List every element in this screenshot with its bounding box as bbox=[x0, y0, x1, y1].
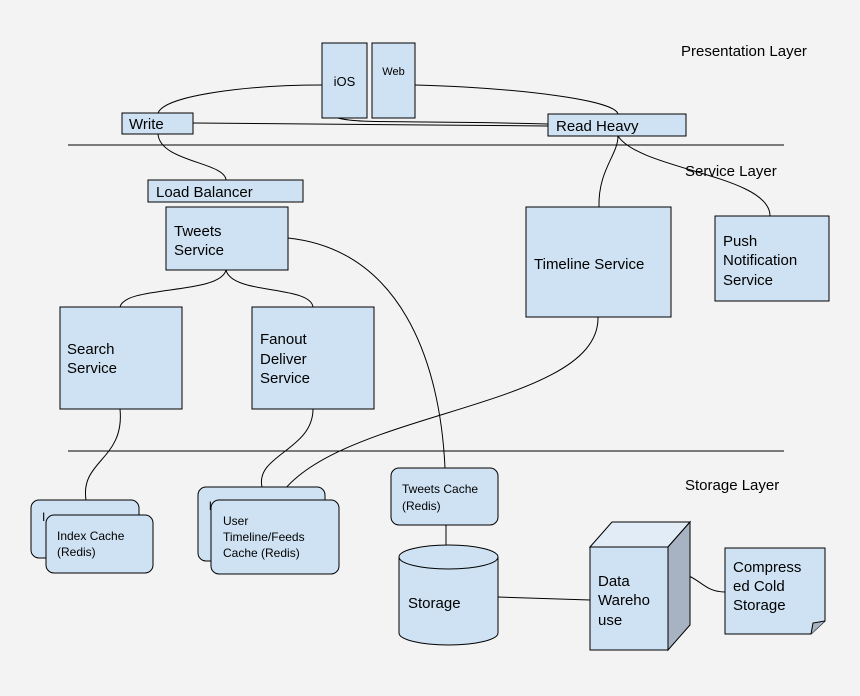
load-balancer-box bbox=[147, 179, 304, 203]
data-warehouse-node[interactable]: Data Wareho use bbox=[588, 520, 692, 652]
index-cache-back-label: I bbox=[42, 510, 45, 524]
fanout-service-label-3: Service bbox=[260, 370, 310, 387]
push-notification-label-2: Notification bbox=[723, 252, 797, 269]
tweets-cache-node[interactable]: Tweets Cache (Redis) bbox=[390, 467, 499, 526]
tweets-cache-box bbox=[390, 467, 499, 526]
storage-cylinder-body bbox=[398, 557, 499, 646]
ios-client[interactable]: iOS bbox=[321, 42, 368, 119]
connector-write-loadbalancer bbox=[157, 133, 227, 181]
push-notification-service-node[interactable]: Push Notification Service bbox=[714, 215, 830, 302]
connector-fanout-usercache bbox=[261, 408, 314, 488]
web-label: Web bbox=[382, 66, 404, 78]
fanout-service-label-2: Deliver bbox=[260, 351, 307, 368]
write-label: Write bbox=[129, 116, 164, 133]
connectors bbox=[85, 84, 771, 601]
storage-cylinder-top bbox=[398, 544, 499, 570]
tweets-cache-label-2: (Redis) bbox=[402, 499, 441, 513]
ios-label: iOS bbox=[334, 74, 356, 89]
connector-tweets-fanout bbox=[225, 269, 314, 308]
ios-box bbox=[321, 42, 368, 119]
tweets-service-box bbox=[165, 206, 289, 271]
connector-readheavy-push bbox=[617, 135, 771, 217]
connector-readheavy-timeline bbox=[598, 135, 619, 208]
connector-timeline-usercache bbox=[276, 316, 599, 501]
read-heavy-box bbox=[547, 113, 687, 137]
search-service-box bbox=[59, 306, 183, 410]
user-timeline-cache-label-2: Timeline/Feeds bbox=[223, 530, 305, 544]
read-heavy-label: Read Heavy bbox=[556, 118, 639, 135]
storage-node[interactable]: Storage bbox=[398, 544, 499, 646]
fanout-service-node[interactable]: Fanout Deliver Service bbox=[251, 306, 375, 410]
load-balancer-label: Load Balancer bbox=[156, 184, 253, 201]
cold-storage-node[interactable]: Compress ed Cold Storage bbox=[724, 547, 826, 635]
cold-storage-label-3: Storage bbox=[733, 597, 786, 614]
tweets-service-node[interactable]: Tweets Service bbox=[165, 206, 289, 271]
fanout-service-label-1: Fanout bbox=[260, 331, 308, 348]
storage-layer-label: Storage Layer bbox=[685, 477, 779, 494]
tweets-cache-label-1: Tweets Cache bbox=[402, 482, 478, 496]
load-balancer-node[interactable]: Load Balancer bbox=[147, 179, 304, 203]
connector-web-readheavy bbox=[414, 84, 619, 115]
connector-write-ios bbox=[157, 84, 323, 114]
presentation-layer-label: Presentation Layer bbox=[681, 43, 807, 60]
tweets-service-label-2: Service bbox=[174, 242, 224, 259]
connector-ios-readheavy bbox=[337, 117, 549, 125]
fanout-service-box bbox=[251, 306, 375, 410]
web-client[interactable]: Web bbox=[371, 42, 416, 119]
index-cache-stack[interactable]: I Index Cache (Redis) bbox=[30, 499, 154, 574]
web-box bbox=[371, 42, 416, 119]
search-service-node[interactable]: Search Service bbox=[59, 306, 183, 410]
connector-tweets-search bbox=[119, 269, 227, 308]
tweets-service-label-1: Tweets bbox=[174, 223, 222, 240]
search-service-label-1: Search bbox=[67, 341, 115, 358]
user-timeline-cache-stack[interactable]: l User Timeline/Feeds Cache (Redis) bbox=[197, 486, 340, 575]
search-service-label-2: Service bbox=[67, 360, 117, 377]
write-node[interactable]: Write bbox=[121, 112, 194, 135]
connector-write-readheavy bbox=[192, 122, 549, 127]
index-cache-label-1: Index Cache bbox=[57, 529, 125, 543]
connector-storage-datawarehouse bbox=[497, 596, 591, 601]
user-timeline-cache-box bbox=[210, 499, 340, 575]
data-warehouse-label-2: Wareho bbox=[598, 592, 650, 609]
data-warehouse-label-3: use bbox=[598, 612, 622, 629]
data-warehouse-cube-front bbox=[589, 546, 669, 651]
write-box bbox=[121, 112, 194, 135]
cold-storage-label-1: Compress bbox=[733, 559, 801, 576]
push-notification-label-3: Service bbox=[723, 272, 773, 289]
push-notification-label-1: Push bbox=[723, 233, 757, 250]
cold-storage-fold bbox=[810, 620, 826, 635]
timeline-service-box bbox=[525, 206, 672, 318]
user-timeline-cache-label-1: User bbox=[223, 514, 248, 528]
user-timeline-cache-back-label: l bbox=[209, 499, 212, 513]
service-layer-label: Service Layer bbox=[685, 163, 777, 180]
read-heavy-node[interactable]: Read Heavy bbox=[547, 113, 687, 137]
user-timeline-cache-label-3: Cache (Redis) bbox=[223, 546, 300, 560]
index-cache-box bbox=[45, 514, 154, 574]
data-warehouse-label-1: Data bbox=[598, 573, 630, 590]
connector-tweets-tweetscache bbox=[287, 237, 446, 469]
index-cache-label-2: (Redis) bbox=[57, 545, 96, 559]
cold-storage-label-2: ed Cold bbox=[733, 578, 785, 595]
storage-label: Storage bbox=[408, 595, 461, 612]
timeline-service-node[interactable]: Timeline Service bbox=[525, 206, 672, 318]
connector-search-indexcache bbox=[85, 408, 121, 501]
push-notification-service-box bbox=[714, 215, 830, 302]
timeline-service-label: Timeline Service bbox=[534, 256, 644, 273]
